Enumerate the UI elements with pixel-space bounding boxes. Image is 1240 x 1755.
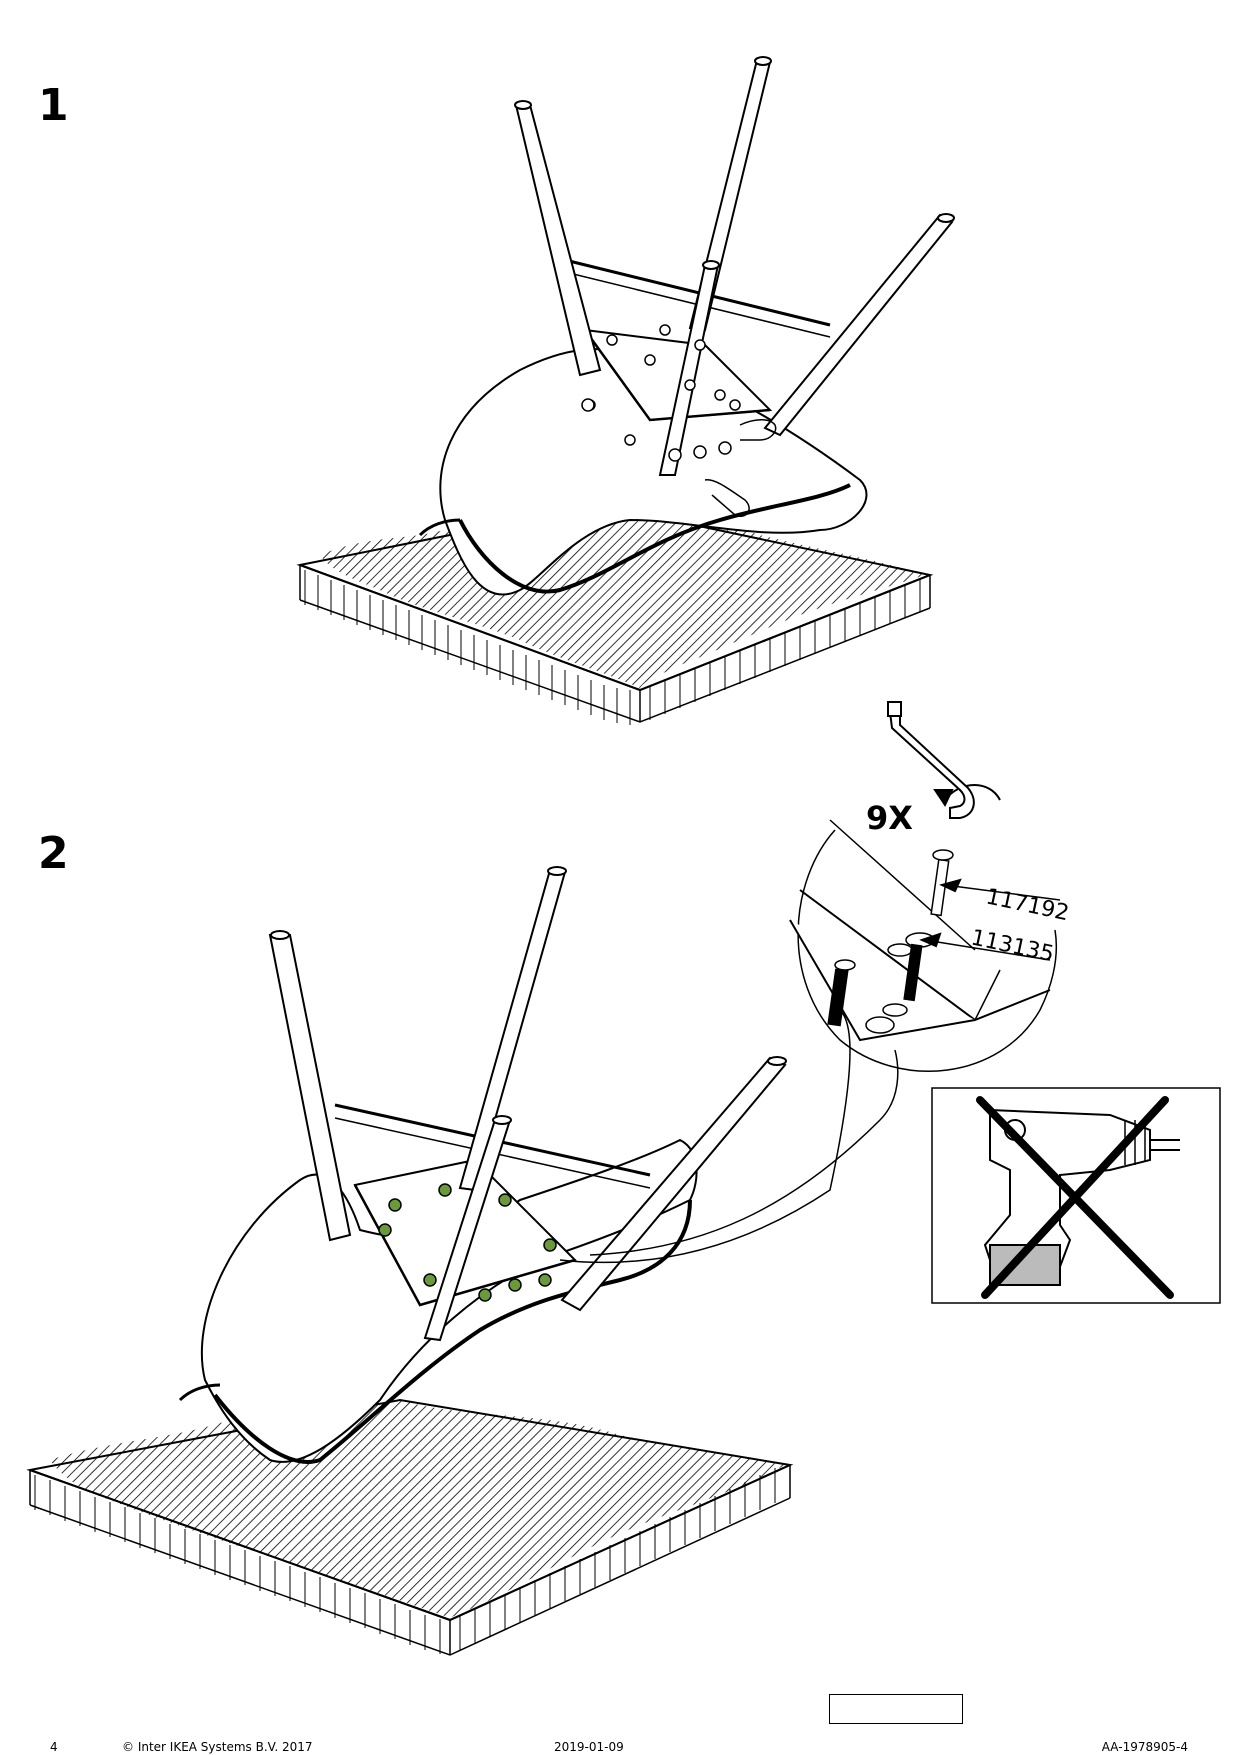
part-number-117192: 117192: [984, 884, 1071, 926]
step-1-illustration: [296, 56, 955, 725]
rug-1: [296, 503, 934, 723]
no-power-drill-icon: [931, 1087, 1221, 1304]
page-number: 4: [50, 1740, 58, 1754]
detail-bolts: [827, 849, 954, 1034]
hand-1: [739, 419, 777, 441]
document-id: AA-1978905-4: [1101, 1740, 1188, 1754]
part-number-113135: 113135: [969, 925, 1056, 967]
chair-shell-1: [439, 348, 868, 596]
hand-2: [704, 479, 750, 517]
step-2-number: 2: [38, 828, 69, 879]
rug-2: [26, 1398, 794, 1656]
detail-callout: [789, 701, 1061, 1072]
rug-fringe-1: [304, 570, 921, 725]
bolts-1: [581, 324, 741, 462]
chair-legs-2: [268, 868, 787, 1342]
quantity-label: 9X: [866, 799, 913, 837]
footer-blank-box: [829, 1694, 963, 1724]
copyright: © Inter IKEA Systems B.V. 2017: [122, 1740, 313, 1754]
document-date: 2019-01-09: [554, 1740, 624, 1754]
bolts-2: [378, 1183, 557, 1302]
allen-key-icon: [887, 701, 975, 819]
step-1-number: 1: [38, 80, 69, 131]
step-2-illustration: [26, 866, 899, 1656]
rug-fringe-2: [34, 1468, 776, 1654]
